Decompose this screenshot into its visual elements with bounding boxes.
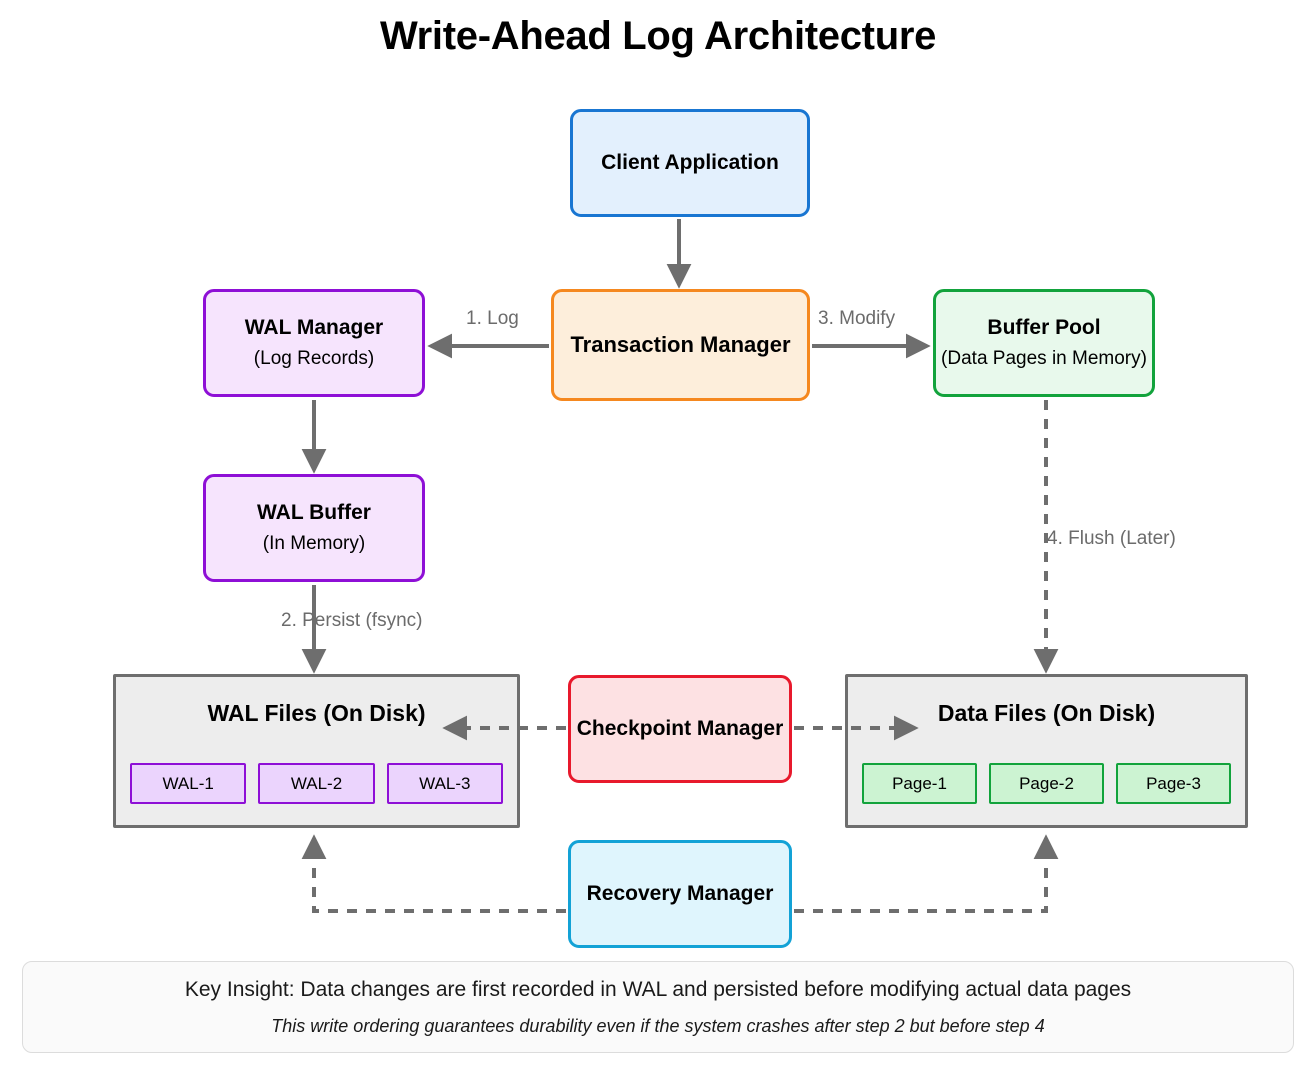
node-transaction-manager-title: Transaction Manager <box>570 332 791 358</box>
container-data-files[interactable]: Data Files (On Disk) Page-1 Page-2 Page-… <box>845 674 1248 828</box>
edge-recovery-to-wal-files <box>301 834 566 913</box>
list-item[interactable]: Page-3 <box>1116 763 1231 804</box>
edge-label-persist: 2. Persist (fsync) <box>281 610 423 631</box>
edge-label-flush: 4. Flush (Later) <box>1047 528 1176 549</box>
edge-label-log: 1. Log <box>466 308 519 329</box>
wal-file-chip-list: WAL-1 WAL-2 WAL-3 <box>130 763 503 804</box>
list-item[interactable]: WAL-3 <box>386 763 503 804</box>
node-buffer-pool-title: Buffer Pool <box>987 315 1101 339</box>
edge-label-modify: 3. Modify <box>818 308 896 329</box>
node-wal-manager[interactable]: WAL Manager (Log Records) <box>203 289 425 397</box>
node-wal-manager-title: WAL Manager <box>244 315 384 339</box>
key-insight-secondary-text: This write ordering guarantees durabilit… <box>271 1015 1045 1036</box>
list-item[interactable]: WAL-2 <box>258 763 375 804</box>
node-buffer-pool[interactable]: Buffer Pool (Data Pages in Memory) <box>933 289 1155 397</box>
node-wal-buffer-subtitle: (In Memory) <box>262 532 366 554</box>
node-wal-manager-subtitle: (Log Records) <box>253 347 375 369</box>
node-wal-buffer[interactable]: WAL Buffer (In Memory) <box>203 474 425 582</box>
container-data-files-title: Data Files (On Disk) <box>937 700 1156 726</box>
node-wal-buffer-title: WAL Buffer <box>257 500 371 524</box>
node-transaction-manager[interactable]: Transaction Manager <box>551 289 810 401</box>
data-page-chip-list: Page-1 Page-2 Page-3 <box>862 763 1231 804</box>
container-wal-files-title: WAL Files (On Disk) <box>207 700 426 726</box>
node-client-application[interactable]: Client Application <box>570 109 810 217</box>
list-item[interactable]: WAL-1 <box>130 763 247 804</box>
node-client-application-title: Client Application <box>601 150 779 174</box>
node-checkpoint-manager-title: Checkpoint Manager <box>576 716 784 740</box>
key-insight-primary-text: Key Insight: Data changes are first reco… <box>184 977 1132 1001</box>
container-wal-files[interactable]: WAL Files (On Disk) WAL-1 WAL-2 WAL-3 <box>113 674 520 828</box>
list-item[interactable]: Page-1 <box>862 763 977 804</box>
node-buffer-pool-subtitle: (Data Pages in Memory) <box>941 347 1147 369</box>
list-item[interactable]: Page-2 <box>989 763 1104 804</box>
edge-recovery-to-data-files <box>794 834 1059 913</box>
node-recovery-manager-title: Recovery Manager <box>586 881 774 905</box>
node-recovery-manager[interactable]: Recovery Manager <box>568 840 792 948</box>
page-title: Write-Ahead Log Architecture <box>379 14 937 58</box>
node-checkpoint-manager[interactable]: Checkpoint Manager <box>568 675 792 783</box>
key-insight-note: Key Insight: Data changes are first reco… <box>22 961 1294 1053</box>
